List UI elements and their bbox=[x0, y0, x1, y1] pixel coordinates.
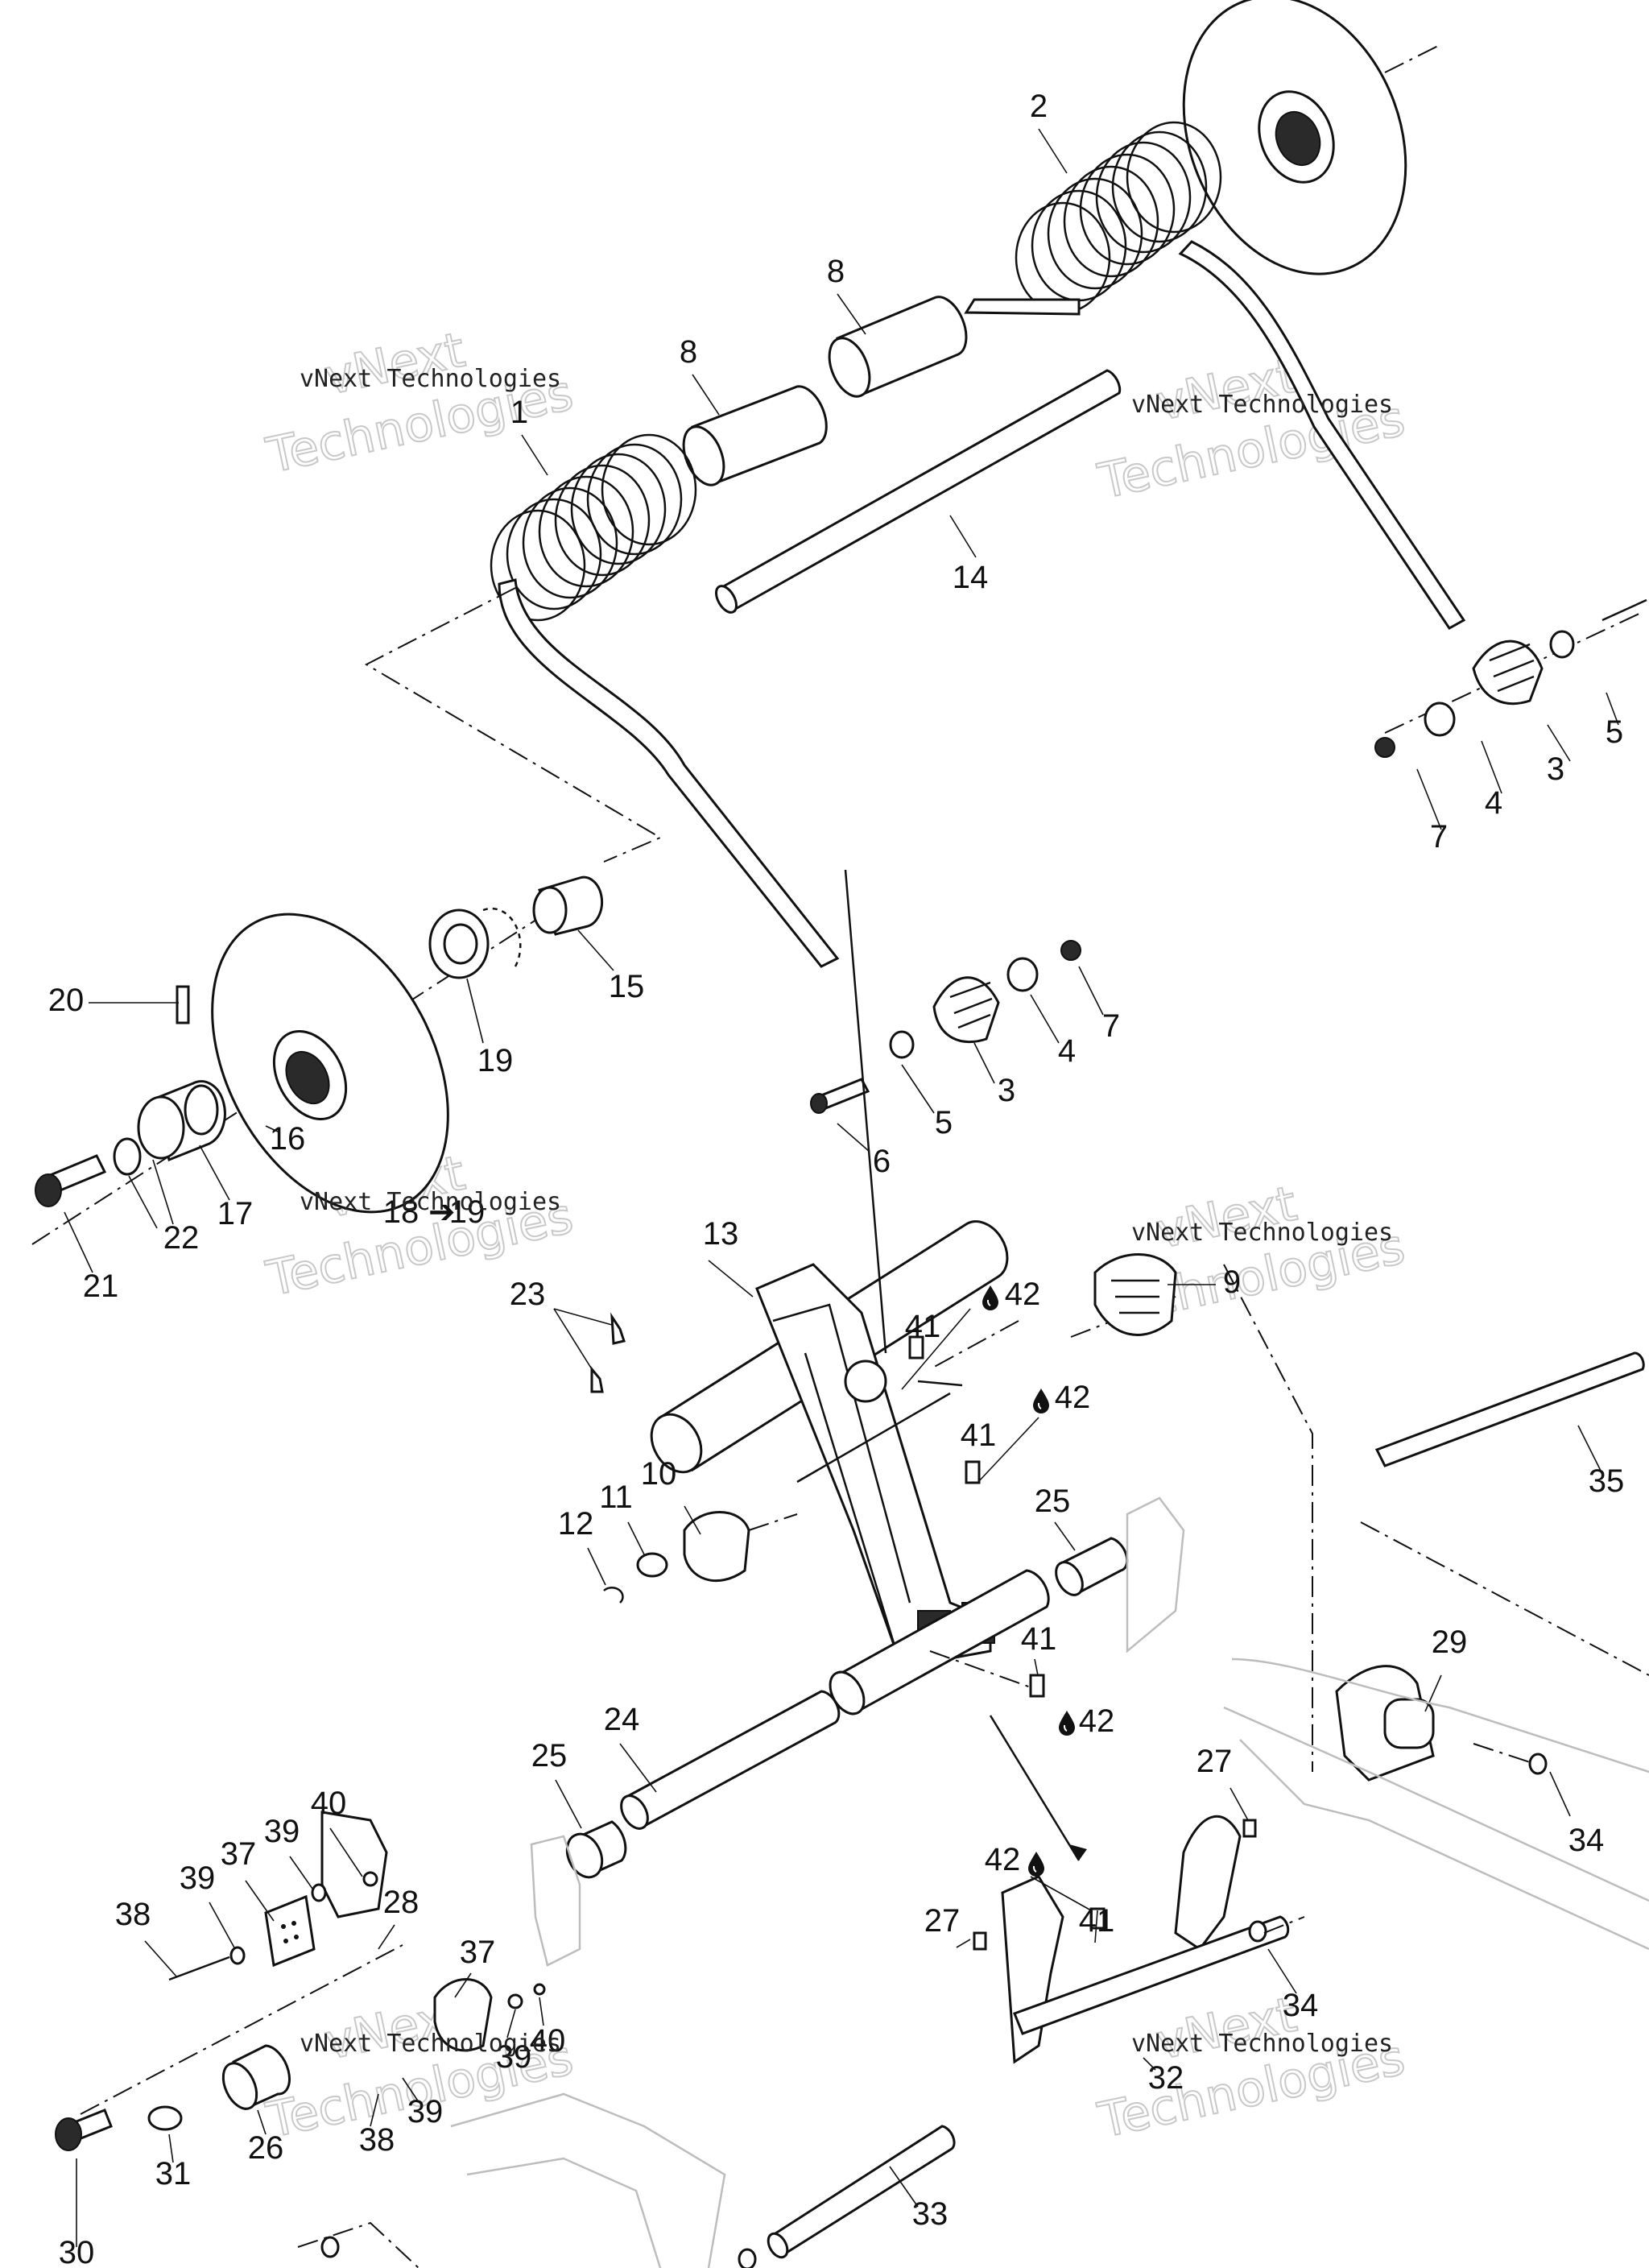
callout-c20: 20 bbox=[48, 983, 85, 1018]
callout-c8b: 8 bbox=[680, 334, 697, 370]
callout-c25a: 25 bbox=[1035, 1484, 1071, 1519]
callout-c39b: 39 bbox=[180, 1860, 216, 1896]
callout-c42d: 42 bbox=[985, 1842, 1021, 1877]
callout-c37a: 37 bbox=[221, 1836, 257, 1872]
callout-c16: 16 bbox=[270, 1121, 306, 1157]
callout-c42a: 42 bbox=[1005, 1277, 1041, 1312]
top-assembly bbox=[364, 0, 1466, 968]
callout-c39c: 39 bbox=[496, 2039, 532, 2075]
callout-c10: 10 bbox=[641, 1456, 677, 1492]
callout-c32: 32 bbox=[1148, 2060, 1184, 2096]
callout-c5a: 5 bbox=[1606, 714, 1623, 750]
callout-c29: 29 bbox=[1432, 1624, 1468, 1660]
callout-c27b: 27 bbox=[924, 1903, 961, 1939]
grease-drop-icon bbox=[1058, 1710, 1076, 1736]
callout-c28: 28 bbox=[383, 1885, 419, 1920]
callout-c42b: 42 bbox=[1055, 1380, 1091, 1415]
callout-c26: 26 bbox=[248, 2130, 284, 2166]
callout-c13: 13 bbox=[703, 1216, 739, 1252]
callout-c40b: 40 bbox=[530, 2023, 566, 2059]
watermark-wm5: vNext Technologies bbox=[300, 2030, 561, 2058]
callout-c6: 6 bbox=[873, 1144, 891, 1179]
callout-c37b: 37 bbox=[460, 1935, 496, 1970]
callout-c41d: 41 bbox=[1079, 1903, 1115, 1939]
callout-c40a: 40 bbox=[311, 1786, 347, 1821]
grease-drop-icon bbox=[982, 1285, 999, 1311]
callout-c19b: 19 bbox=[449, 1194, 486, 1230]
callout-c5b: 5 bbox=[935, 1105, 953, 1140]
callout-c1: 1 bbox=[510, 395, 528, 430]
callout-c22: 22 bbox=[163, 1220, 200, 1256]
callout-c2: 2 bbox=[1030, 89, 1048, 124]
callout-c3b: 3 bbox=[998, 1073, 1015, 1108]
callout-c7b: 7 bbox=[1102, 1008, 1120, 1044]
watermark-wm2: vNext Technologies bbox=[1131, 391, 1393, 419]
right-hardware-upper bbox=[1374, 598, 1647, 830]
callout-c24: 24 bbox=[604, 1702, 640, 1737]
right-frame bbox=[1054, 1264, 1649, 1951]
callout-c4b: 4 bbox=[1058, 1033, 1076, 1069]
callout-c31: 31 bbox=[155, 2156, 192, 2191]
callout-c41b: 41 bbox=[961, 1418, 997, 1453]
watermark-wm3: vNext Technologies bbox=[300, 1188, 561, 1216]
watermark-wm4: vNext Technologies bbox=[1131, 1219, 1393, 1247]
callout-c18: 18 bbox=[383, 1194, 419, 1230]
callout-c34b: 34 bbox=[1283, 1988, 1319, 2023]
range-arrow: ➔ bbox=[428, 1194, 456, 1230]
callout-c9: 9 bbox=[1223, 1264, 1241, 1300]
callout-c17: 17 bbox=[217, 1196, 254, 1231]
callout-c27a: 27 bbox=[1196, 1744, 1233, 1779]
callout-c42c: 42 bbox=[1079, 1703, 1115, 1739]
callout-c15: 15 bbox=[609, 969, 645, 1004]
callout-c30: 30 bbox=[59, 2235, 95, 2268]
watermark-wm1: vNext Technologies bbox=[300, 365, 561, 393]
callout-c4a: 4 bbox=[1485, 785, 1502, 821]
callout-c38a: 38 bbox=[115, 1897, 151, 1932]
callout-c39a: 39 bbox=[264, 1814, 300, 1849]
left-wheel-assembly bbox=[31, 875, 614, 1273]
callout-c19: 19 bbox=[477, 1043, 514, 1078]
callout-c8a: 8 bbox=[827, 254, 845, 289]
callout-c3a: 3 bbox=[1547, 751, 1564, 787]
grease-drop-icon bbox=[1032, 1388, 1050, 1414]
callout-c25b: 25 bbox=[531, 1738, 568, 1773]
callout-c35: 35 bbox=[1589, 1463, 1625, 1499]
watermark-text: vNext Technologies vNext Technologies vNex… bbox=[300, 365, 1393, 2058]
callout-c38b: 38 bbox=[359, 2122, 395, 2158]
central-arm bbox=[650, 869, 1176, 1715]
callout-c41a: 41 bbox=[905, 1309, 941, 1344]
callout-c33: 33 bbox=[912, 2196, 948, 2232]
bumpers-and-clips bbox=[553, 1253, 1216, 1604]
callout-c12: 12 bbox=[558, 1506, 594, 1542]
callout-c21: 21 bbox=[83, 1269, 119, 1304]
callout-c11: 11 bbox=[599, 1480, 633, 1515]
lower-assembly bbox=[55, 1690, 1305, 2268]
callout-c41c: 41 bbox=[1021, 1621, 1057, 1657]
callout-c23: 23 bbox=[510, 1277, 546, 1312]
grease-drop-icon bbox=[1027, 1851, 1045, 1877]
middle-hardware bbox=[810, 940, 1104, 1153]
callout-c14: 14 bbox=[953, 560, 989, 595]
callout-c34a: 34 bbox=[1568, 1823, 1605, 1858]
watermark-wm6: vNext Technologies bbox=[1131, 2030, 1393, 2058]
callout-c7a: 7 bbox=[1430, 819, 1448, 855]
callout-c39d: 39 bbox=[407, 2094, 444, 2129]
